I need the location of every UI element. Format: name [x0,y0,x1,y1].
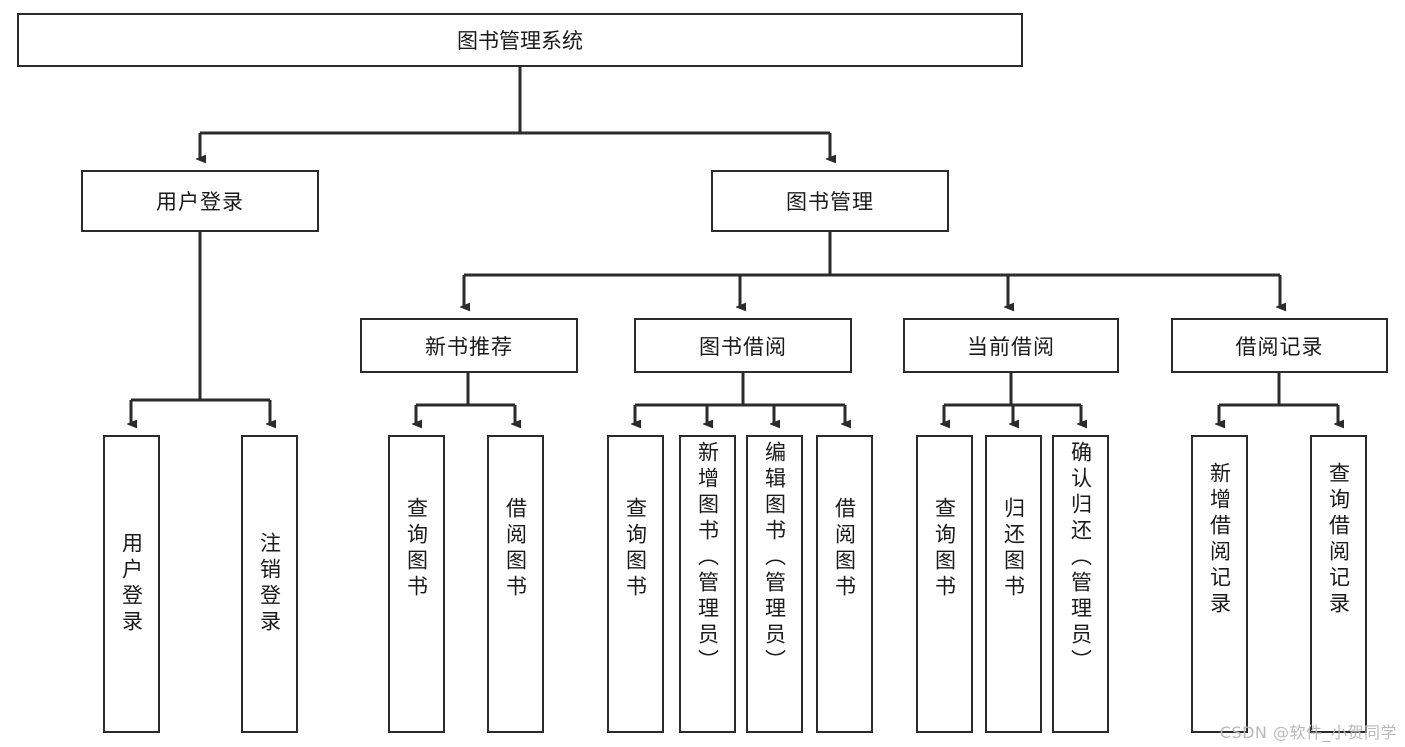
leaf-edit-book-admin[interactable]: 编辑图书（管理员） [746,435,803,733]
leaf-add-borrow-record[interactable]: 新增借阅记录 [1191,435,1248,733]
node-root-label: 图书管理系统 [457,29,583,53]
node-book-borrow-label: 图书借阅 [699,334,787,359]
leaf-add-book-admin-label: 新增图书（管理员） [695,441,720,675]
leaf-borrow-book[interactable]: 借阅图书 [816,435,873,733]
node-book-management-label: 图书管理 [786,190,874,214]
leaf-query-book-recommend[interactable]: 查询图书 [388,435,445,733]
leaf-confirm-return-admin-label: 确认归还（管理员） [1068,441,1093,675]
leaf-query-borrow-record[interactable]: 查询借阅记录 [1310,435,1367,733]
leaf-add-borrow-record-label: 新增借阅记录 [1207,462,1232,618]
leaf-query-book-borrow[interactable]: 查询图书 [607,435,664,733]
node-new-book-recommend[interactable]: 新书推荐 [360,318,578,373]
leaf-return-book[interactable]: 归还图书 [985,435,1042,733]
leaf-add-book-admin[interactable]: 新增图书（管理员） [679,435,736,733]
node-current-borrow[interactable]: 当前借阅 [903,318,1119,373]
leaf-query-borrow-record-label: 查询借阅记录 [1326,462,1351,618]
leaf-confirm-return-admin[interactable]: 确认归还（管理员） [1052,435,1109,733]
leaf-borrow-book-recommend[interactable]: 借阅图书 [487,435,544,733]
leaf-borrow-book-label: 借阅图书 [832,497,857,601]
leaf-query-book-recommend-label: 查询图书 [404,497,429,601]
node-book-management[interactable]: 图书管理 [711,170,949,232]
watermark: CSDN @软件_小贺同学 [1219,723,1397,742]
leaf-return-book-label: 归还图书 [1001,497,1026,601]
node-borrow-record-label: 借阅记录 [1235,334,1324,359]
leaf-logout[interactable]: 注销登录 [241,435,298,733]
leaf-query-book-current[interactable]: 查询图书 [916,435,973,733]
node-current-borrow-label: 当前借阅 [967,334,1055,359]
leaf-logout-label: 注销登录 [257,532,282,636]
leaf-borrow-book-recommend-label: 借阅图书 [503,497,528,601]
leaf-edit-book-admin-label: 编辑图书（管理员） [762,441,787,675]
node-user-login-label: 用户登录 [156,190,244,214]
node-root[interactable]: 图书管理系统 [17,13,1023,67]
node-borrow-record[interactable]: 借阅记录 [1171,318,1388,373]
node-new-book-recommend-label: 新书推荐 [425,334,513,359]
node-user-login[interactable]: 用户登录 [81,170,319,232]
leaf-user-login-label: 用户登录 [119,532,144,636]
node-book-borrow[interactable]: 图书借阅 [634,318,852,373]
leaf-query-book-current-label: 查询图书 [932,497,957,601]
leaf-query-book-borrow-label: 查询图书 [623,497,648,601]
leaf-user-login[interactable]: 用户登录 [103,435,160,733]
